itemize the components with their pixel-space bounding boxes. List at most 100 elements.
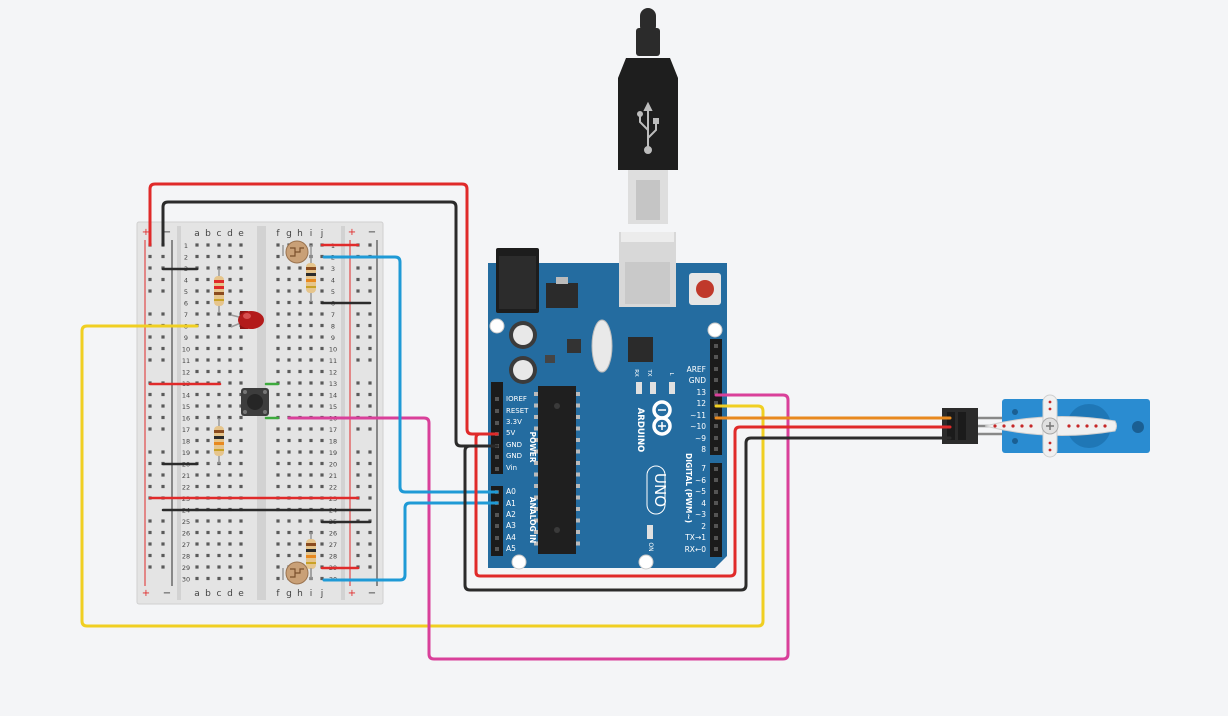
breadboard-hole[interactable] [217, 404, 221, 408]
rail-hole[interactable] [161, 542, 165, 546]
rail-hole[interactable] [368, 565, 372, 569]
wire-red-servo-power[interactable] [474, 425, 952, 578]
resistor[interactable] [306, 256, 316, 302]
breadboard-hole[interactable] [298, 392, 302, 397]
breadboard-hole[interactable] [320, 289, 324, 293]
breadboard-hole[interactable] [195, 450, 199, 454]
breadboard-hole[interactable] [298, 346, 302, 351]
breadboard-hole[interactable] [228, 576, 232, 581]
breadboard-hole[interactable] [276, 553, 280, 558]
resistor[interactable] [214, 268, 224, 312]
breadboard-hole[interactable] [239, 553, 243, 558]
breadboard-hole[interactable] [298, 312, 302, 316]
header-hole[interactable] [495, 536, 499, 540]
breadboard-hole[interactable] [239, 243, 243, 247]
header-hole[interactable] [714, 467, 718, 471]
breadboard-hole[interactable] [228, 565, 232, 569]
rail-hole[interactable] [148, 404, 152, 408]
header-hole[interactable] [495, 467, 499, 471]
photoresistor[interactable] [282, 240, 312, 264]
rail-hole[interactable] [356, 335, 360, 339]
header-hole[interactable] [714, 447, 718, 451]
rail-hole[interactable] [356, 323, 360, 328]
breadboard-hole[interactable] [206, 542, 210, 546]
breadboard-hole[interactable] [287, 519, 291, 523]
breadboard-hole[interactable] [298, 530, 302, 535]
rail-hole[interactable] [148, 484, 152, 489]
breadboard-hole[interactable] [217, 335, 221, 339]
breadboard-hole[interactable] [206, 461, 210, 466]
breadboard-hole[interactable] [239, 438, 243, 443]
breadboard-hole[interactable] [228, 312, 232, 316]
header-hole[interactable] [495, 455, 499, 459]
rail-hole[interactable] [161, 392, 165, 397]
rail-hole[interactable] [368, 450, 372, 454]
header-hole[interactable] [714, 378, 718, 382]
header-hole[interactable] [495, 421, 499, 425]
breadboard-hole[interactable] [298, 484, 302, 489]
breadboard-hole[interactable] [195, 243, 199, 247]
breadboard-hole[interactable] [320, 266, 324, 270]
breadboard-hole[interactable] [320, 484, 324, 489]
breadboard-hole[interactable] [206, 427, 210, 431]
header-hole[interactable] [714, 344, 718, 348]
breadboard-hole[interactable] [239, 369, 243, 374]
breadboard-hole[interactable] [298, 450, 302, 454]
breadboard-hole[interactable] [309, 427, 313, 431]
wire-yellow-led[interactable] [80, 324, 765, 628]
breadboard-hole[interactable] [195, 277, 199, 282]
reset-button-icon[interactable] [689, 273, 721, 305]
digital-header-top[interactable] [710, 339, 722, 455]
rail-hole[interactable] [356, 542, 360, 546]
rail-hole[interactable] [148, 254, 152, 259]
breadboard-hole[interactable] [298, 519, 302, 523]
breadboard-hole[interactable] [206, 346, 210, 351]
breadboard-hole[interactable] [195, 289, 199, 293]
rail-hole[interactable] [368, 289, 372, 293]
breadboard-hole[interactable] [228, 392, 232, 397]
rail-hole[interactable] [161, 530, 165, 535]
breadboard-hole[interactable] [276, 530, 280, 535]
breadboard-hole[interactable] [195, 565, 199, 569]
header-hole[interactable] [714, 401, 718, 405]
breadboard-hole[interactable] [239, 266, 243, 270]
breadboard-hole[interactable] [276, 427, 280, 431]
breadboard-hole[interactable] [195, 576, 199, 581]
breadboard-hole[interactable] [320, 346, 324, 351]
rail-hole[interactable] [356, 346, 360, 351]
breadboard-hole[interactable] [320, 542, 324, 546]
breadboard-hole[interactable] [276, 576, 280, 581]
breadboard-hole[interactable] [206, 450, 210, 454]
breadboard-hole[interactable] [298, 277, 302, 282]
breadboard-hole[interactable] [206, 473, 210, 477]
rail-hole[interactable] [368, 392, 372, 397]
rail-hole[interactable] [161, 312, 165, 316]
breadboard-hole[interactable] [320, 369, 324, 374]
breadboard-hole[interactable] [228, 530, 232, 535]
header-hole[interactable] [714, 524, 718, 528]
breadboard-hole[interactable] [195, 473, 199, 477]
rail-hole[interactable] [148, 392, 152, 397]
breadboard-hole[interactable] [195, 519, 199, 523]
breadboard-hole[interactable] [217, 576, 221, 581]
breadboard-hole[interactable] [287, 392, 291, 397]
header-hole[interactable] [714, 367, 718, 371]
breadboard-hole[interactable] [195, 542, 199, 546]
breadboard-hole[interactable] [309, 450, 313, 454]
breadboard-hole[interactable] [320, 358, 324, 362]
breadboard-hole[interactable] [228, 553, 232, 558]
breadboard-hole[interactable] [287, 346, 291, 351]
breadboard-hole[interactable] [239, 381, 243, 385]
breadboard-hole[interactable] [195, 484, 199, 489]
header-hole[interactable] [714, 390, 718, 394]
breadboard-hole[interactable] [206, 369, 210, 374]
breadboard-hole[interactable] [298, 427, 302, 431]
rail-hole[interactable] [148, 277, 152, 282]
breadboard-hole[interactable] [320, 473, 324, 477]
header-hole[interactable] [714, 355, 718, 359]
rail-hole[interactable] [161, 254, 165, 259]
breadboard-hole[interactable] [309, 392, 313, 397]
rail-hole[interactable] [356, 358, 360, 362]
header-hole[interactable] [495, 409, 499, 413]
breadboard-hole[interactable] [217, 553, 221, 558]
